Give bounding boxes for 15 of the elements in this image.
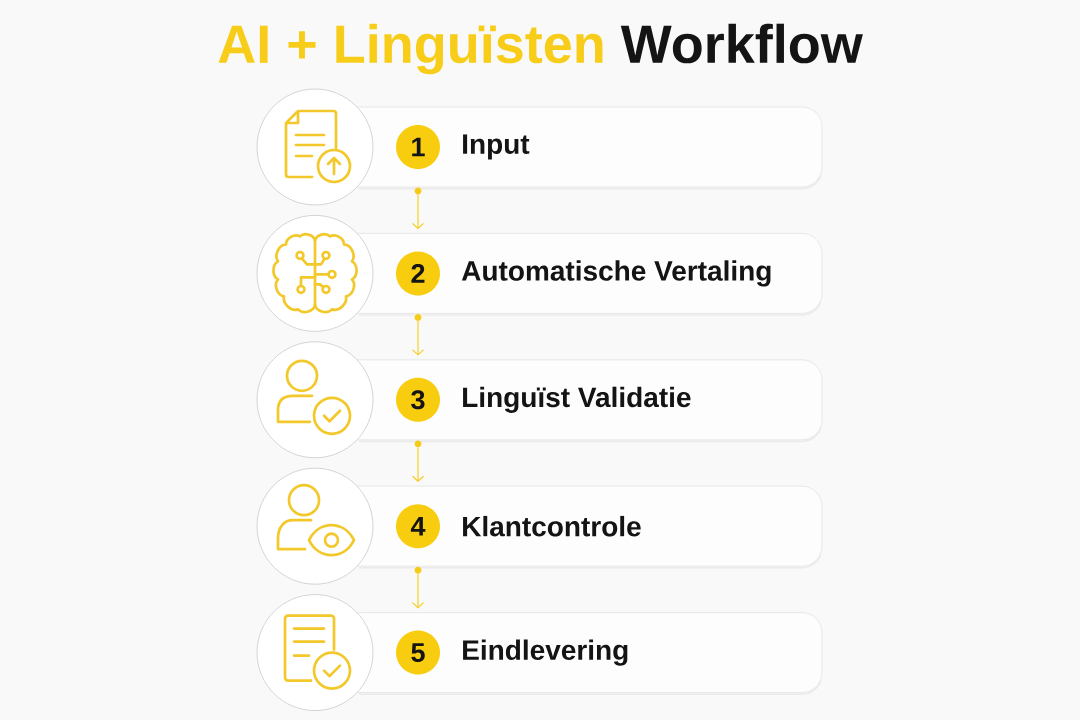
- arrow: [411, 194, 425, 230]
- number-badge: 5: [396, 630, 440, 675]
- number-badge: 1: [396, 125, 440, 169]
- icon-circle: [256, 214, 374, 332]
- number-badge: 4: [396, 504, 440, 549]
- arrow: [411, 446, 425, 482]
- arrow: [411, 573, 425, 609]
- icon-circle: [256, 88, 374, 206]
- number-badge: 2: [396, 251, 440, 296]
- icon-circle: [256, 594, 374, 712]
- number-badge: 3: [396, 377, 440, 422]
- icon-circle: [256, 467, 374, 585]
- arrow: [411, 320, 425, 356]
- icon-circle: [256, 341, 374, 459]
- title: AI + Linguïsten Workflow: [218, 23, 863, 75]
